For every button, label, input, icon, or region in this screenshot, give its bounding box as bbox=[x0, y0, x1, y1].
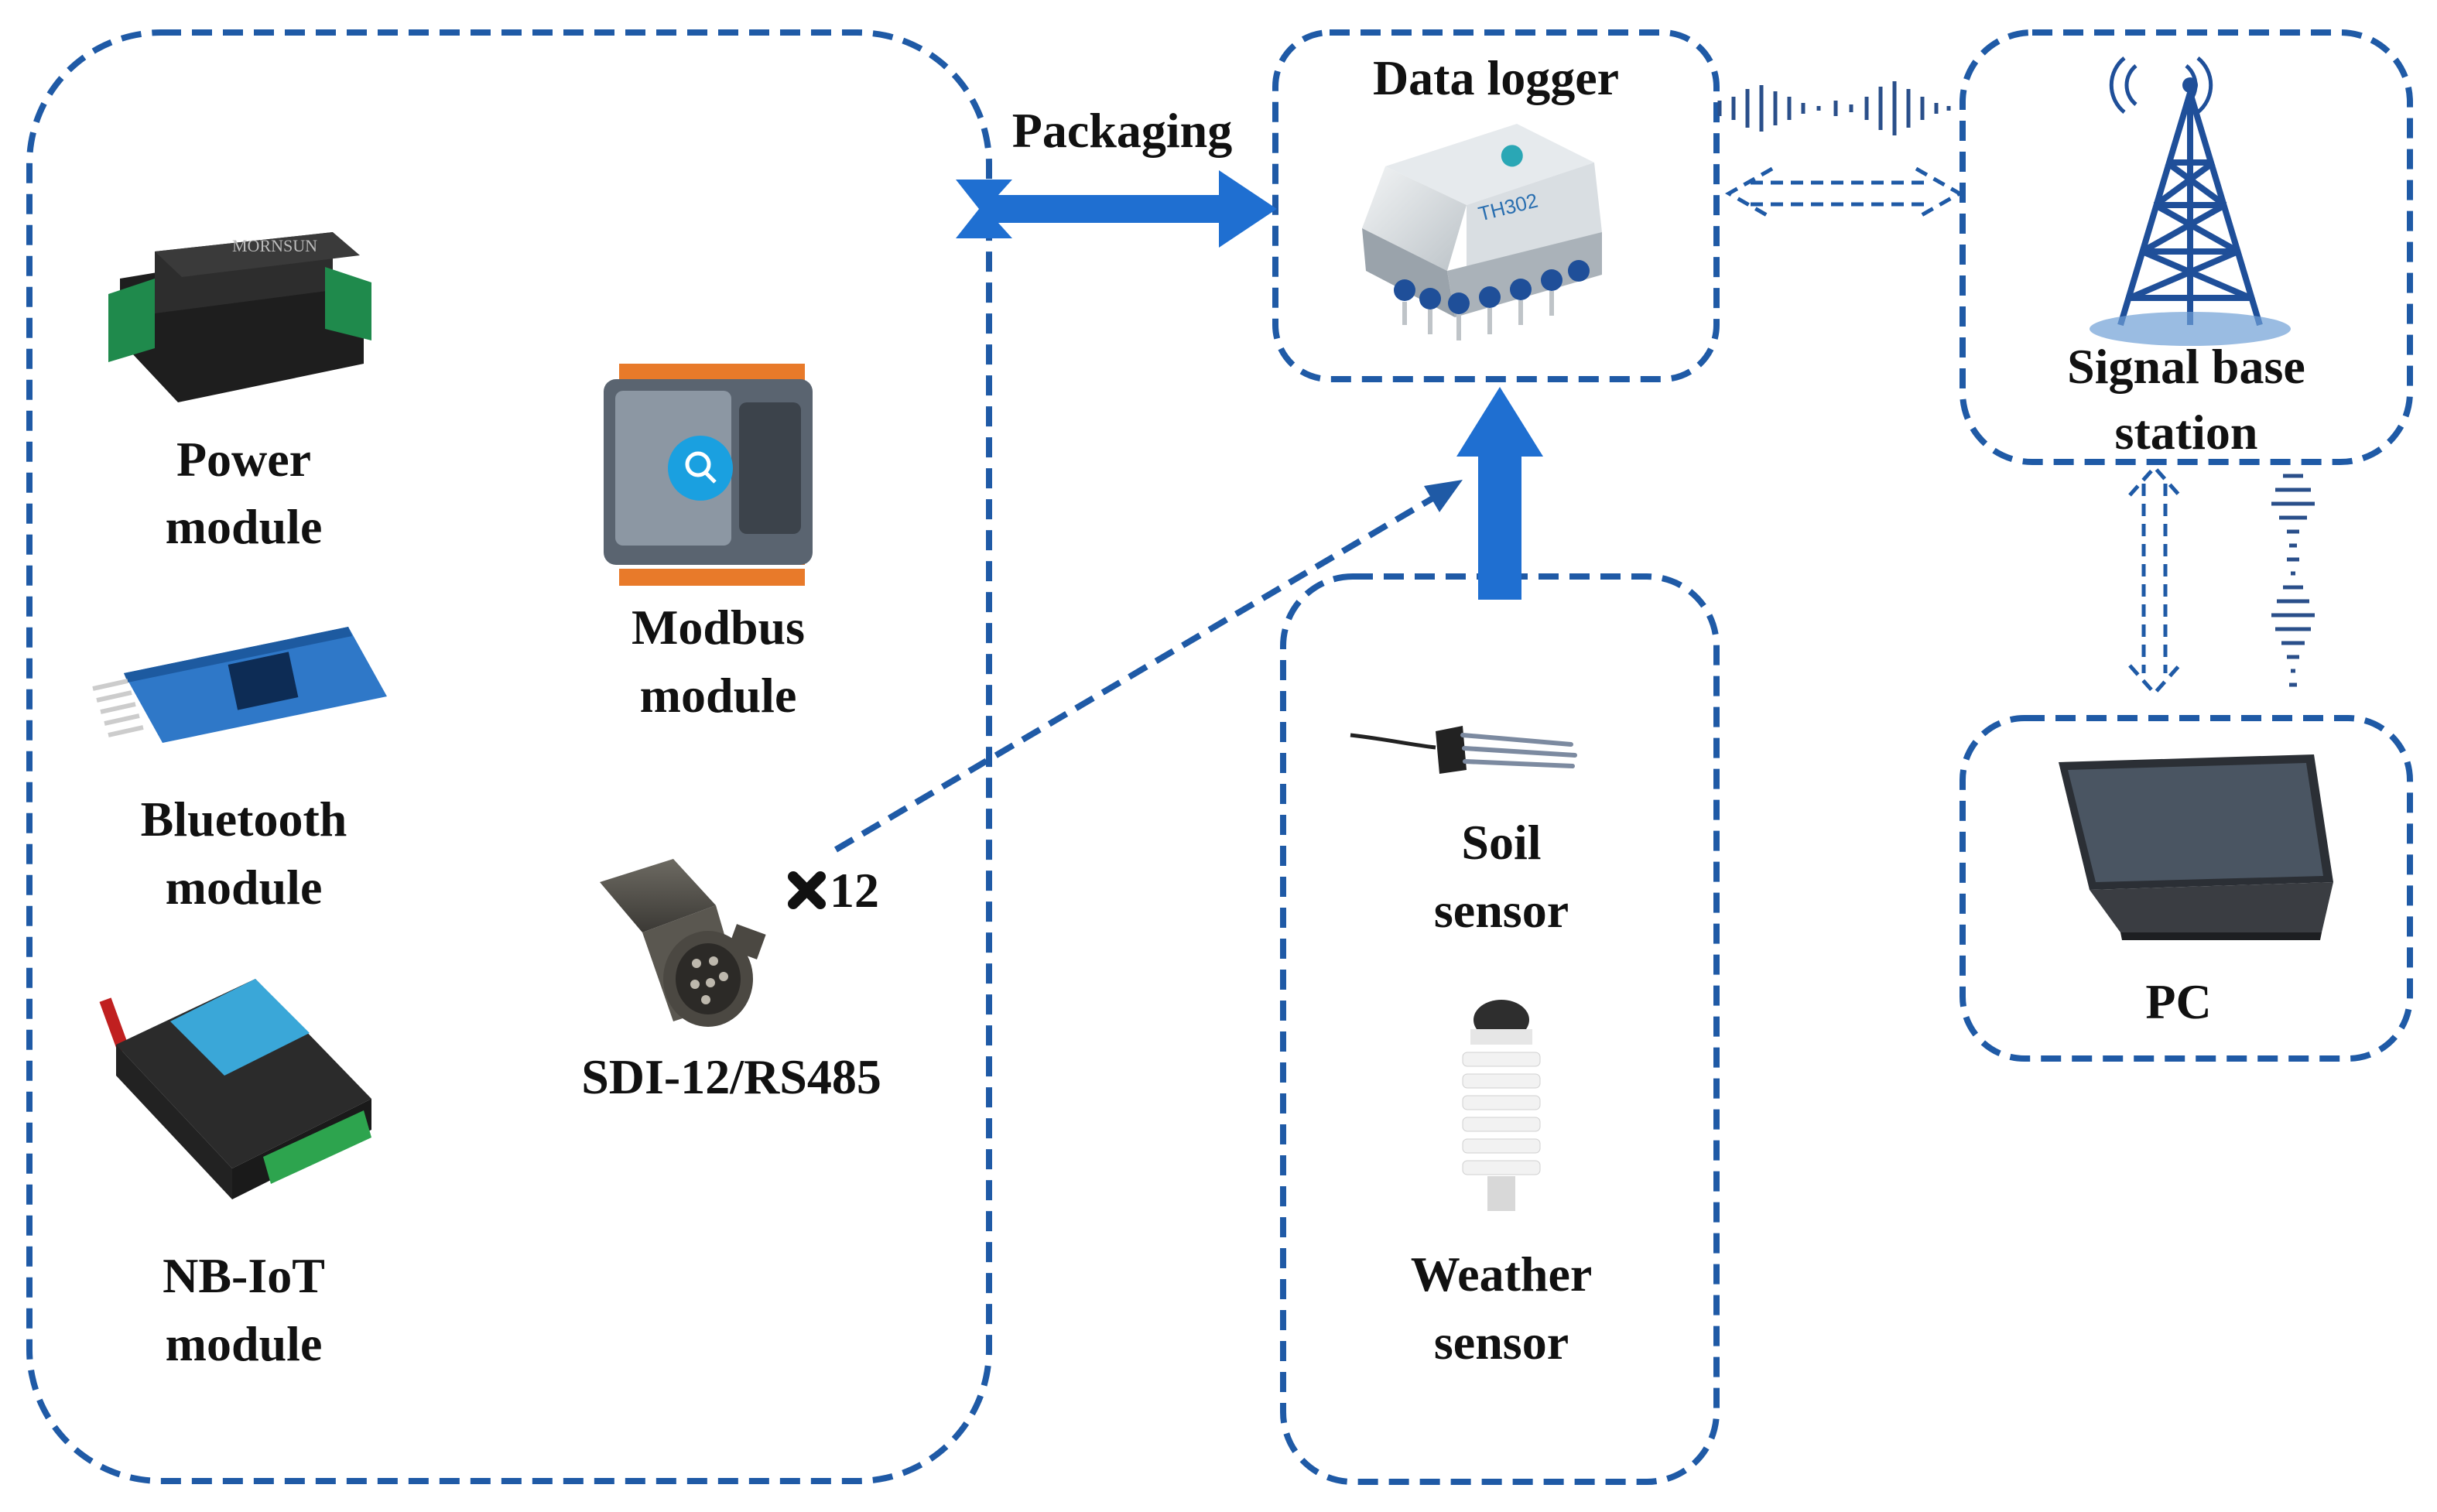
soil-sensor-label-1: Soil bbox=[1461, 815, 1541, 870]
sensors-group-box bbox=[1280, 573, 1720, 1485]
laptop-icon bbox=[2059, 754, 2333, 940]
wave-icon bbox=[1717, 81, 1951, 135]
pc-label: PC bbox=[2145, 974, 2211, 1029]
bluetooth-module-label-2: module bbox=[166, 860, 323, 915]
nbiot-module-label-2: module bbox=[166, 1316, 323, 1371]
power-module-label-2: module bbox=[166, 499, 323, 554]
sensors-to-logger-arrow bbox=[1456, 387, 1543, 600]
wave-icon bbox=[2271, 474, 2315, 687]
weather-sensor-label-1: Weather bbox=[1411, 1247, 1593, 1302]
connector-to-logger-arrow bbox=[833, 480, 1463, 853]
base-station-label-1: Signal base bbox=[2067, 339, 2305, 394]
nbiot-module-icon bbox=[99, 979, 371, 1199]
data-logger-title: Data logger bbox=[1373, 50, 1619, 105]
connector-label: SDI-12/RS485 bbox=[581, 1049, 881, 1104]
bluetooth-module-label-1: Bluetooth bbox=[141, 792, 347, 847]
soil-sensor-icon bbox=[1350, 726, 1577, 774]
base-station-label-2: station bbox=[2115, 405, 2258, 460]
connector-multiplier: 12 bbox=[830, 863, 879, 918]
power-module-label-1: Power bbox=[176, 432, 311, 487]
svg-text:MORNSUN: MORNSUN bbox=[232, 236, 317, 255]
data-logger-icon: TH302 bbox=[1362, 124, 1602, 340]
tower-icon bbox=[2090, 56, 2291, 346]
soil-sensor-label-2: sensor bbox=[1434, 883, 1569, 938]
logger-station-link-arrow bbox=[1724, 166, 1964, 221]
modules-group-box bbox=[26, 29, 992, 1484]
base-station-box bbox=[1960, 29, 2413, 465]
modbus-module-icon bbox=[604, 364, 813, 586]
pc-box bbox=[1960, 715, 2413, 1062]
modbus-module-label-2: module bbox=[640, 668, 797, 723]
modbus-module-label-1: Modbus bbox=[631, 600, 805, 655]
connector-icon bbox=[600, 859, 766, 1027]
packaging-label: Packaging bbox=[1012, 103, 1232, 158]
station-pc-link-arrow bbox=[2128, 464, 2181, 696]
weather-sensor-label-2: sensor bbox=[1434, 1315, 1569, 1370]
packaging-arrow bbox=[956, 170, 1277, 248]
x-mark-icon bbox=[788, 871, 826, 909]
data-logger-box bbox=[1272, 29, 1720, 382]
bluetooth-module-icon bbox=[92, 627, 387, 743]
nbiot-module-label-1: NB-IoT bbox=[163, 1248, 325, 1303]
power-module-icon: MORNSUN bbox=[108, 232, 371, 402]
weather-sensor-icon bbox=[1462, 1000, 1541, 1211]
